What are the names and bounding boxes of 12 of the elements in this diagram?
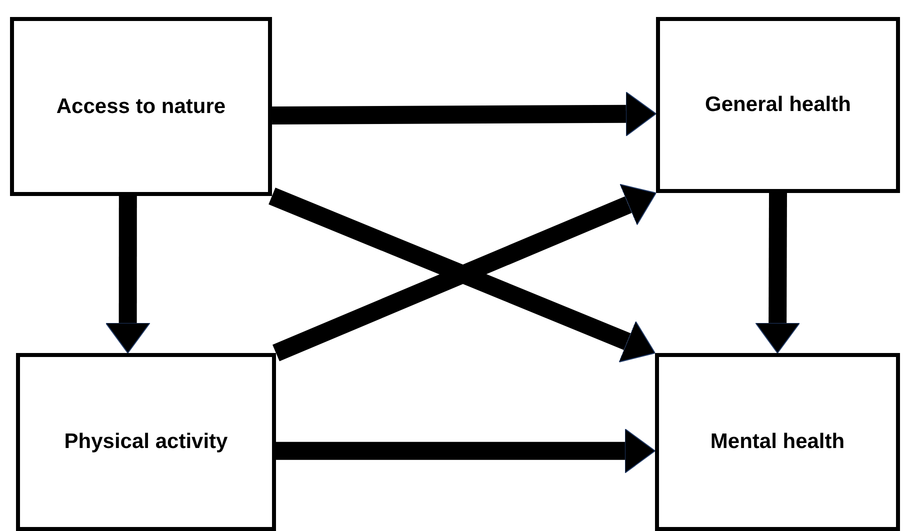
process-box xyxy=(656,17,900,193)
process-box xyxy=(655,353,900,531)
arrow xyxy=(755,192,800,354)
arrow xyxy=(272,91,656,136)
arrow xyxy=(105,196,150,354)
node-label: General health xyxy=(705,93,851,117)
node-label: Physical activity xyxy=(64,430,228,454)
process-box xyxy=(10,17,272,196)
node-label: Access to nature xyxy=(56,94,226,118)
node-label: Mental health xyxy=(710,430,845,454)
process-box xyxy=(16,353,276,531)
arrow xyxy=(276,428,656,474)
